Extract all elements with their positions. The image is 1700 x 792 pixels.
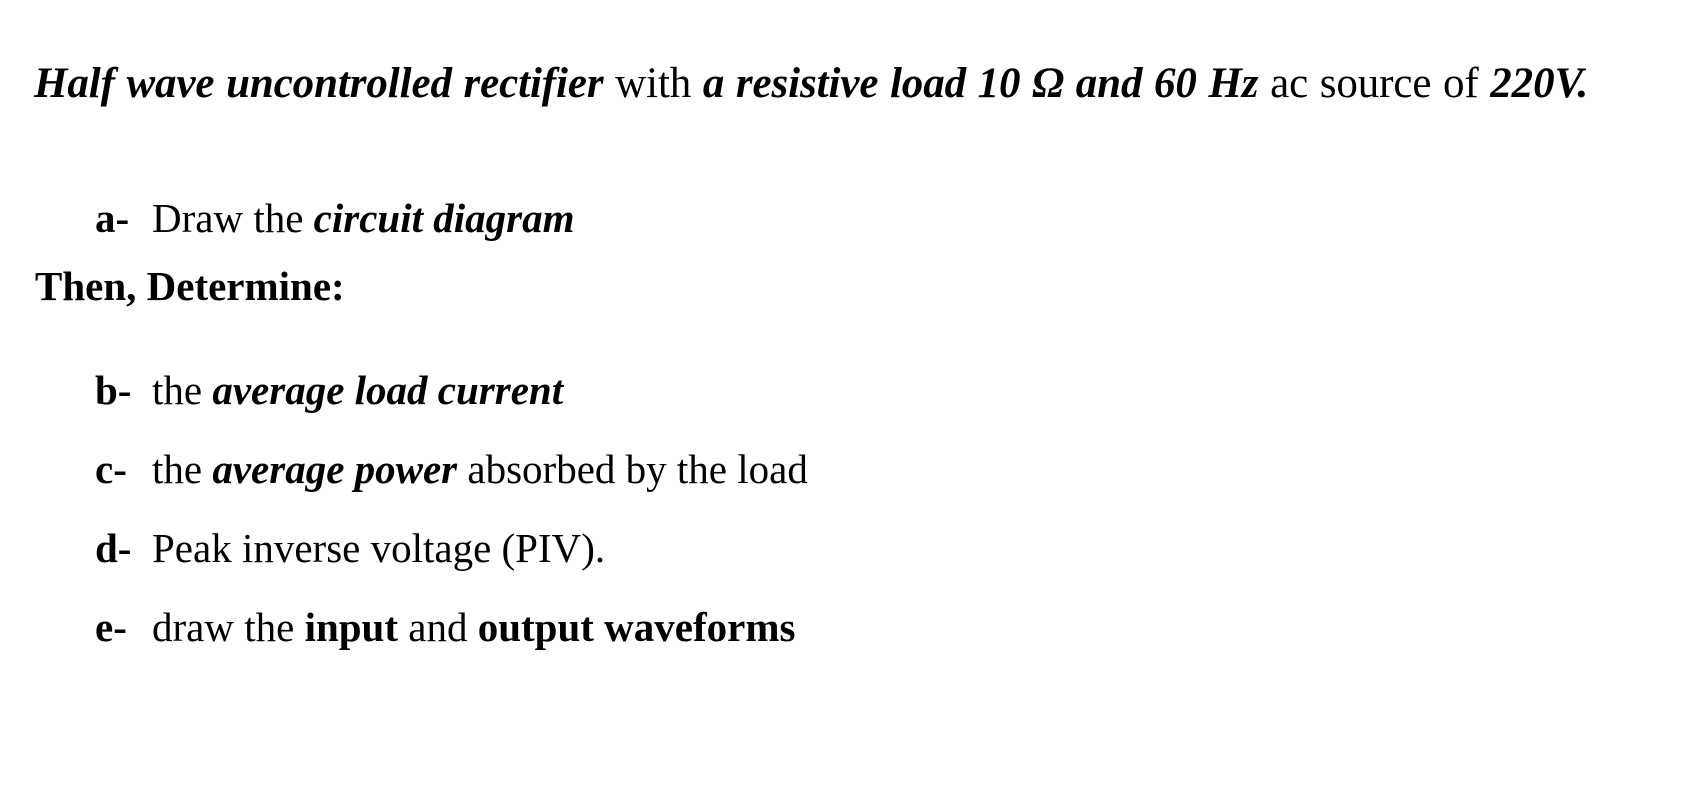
problem-statement-connector: with	[603, 60, 703, 107]
list-item-c-run-2: average power	[212, 446, 458, 492]
list-item-a-run-2: circuit diagram	[313, 195, 575, 241]
list-item-e-run-2: input	[304, 604, 399, 650]
list-item-e-text: draw the input and output waveforms	[152, 605, 795, 649]
list-item-d-run-1: Peak inverse voltage (PIV).	[152, 525, 606, 571]
problem-statement: Half wave uncontrolled rectifier with a …	[34, 45, 1682, 122]
problem-statement-topic: Half wave uncontrolled rectifier	[34, 60, 604, 107]
list-item-c-run-3: absorbed by the load	[457, 446, 808, 492]
problem-statement-voltage: 220V.	[1490, 60, 1589, 107]
list-marker-c: c-	[95, 446, 127, 492]
list-marker-b: b-	[95, 367, 132, 413]
list-item-e: e- draw the input and output waveforms	[95, 605, 795, 649]
list-item-b-run-1: the	[152, 367, 213, 413]
list-item-e-run-1: draw the	[152, 604, 305, 650]
list-item-d-text: Peak inverse voltage (PIV).	[152, 526, 605, 570]
then-determine-heading: Then, Determine:	[35, 263, 345, 309]
list-item-d: d- Peak inverse voltage (PIV).	[95, 526, 605, 570]
list-marker-d: d-	[95, 525, 132, 571]
list-item-e-run-4: output waveforms	[477, 604, 796, 650]
list-item-b: b- the average load current	[95, 368, 563, 412]
problem-statement-source: ac source of	[1258, 60, 1491, 107]
list-item-c: c- the average power absorbed by the loa…	[95, 447, 808, 491]
list-item-c-run-1: the	[152, 446, 213, 492]
list-marker-e: e-	[95, 604, 127, 650]
list-item-a-run-1: Draw the	[152, 195, 314, 241]
list-item-a: a- Draw the circuit diagram	[95, 196, 575, 240]
list-marker-a: a-	[95, 195, 130, 241]
list-item-c-text: the average power absorbed by the load	[152, 447, 808, 491]
list-item-b-text: the average load current	[152, 368, 563, 412]
list-item-e-run-3: and	[398, 604, 478, 650]
list-item-a-text: Draw the circuit diagram	[152, 196, 575, 240]
list-item-b-run-2: average load current	[212, 367, 564, 413]
problem-statement-parameters: a resistive load 10 Ω and 60 Hz	[702, 60, 1259, 107]
